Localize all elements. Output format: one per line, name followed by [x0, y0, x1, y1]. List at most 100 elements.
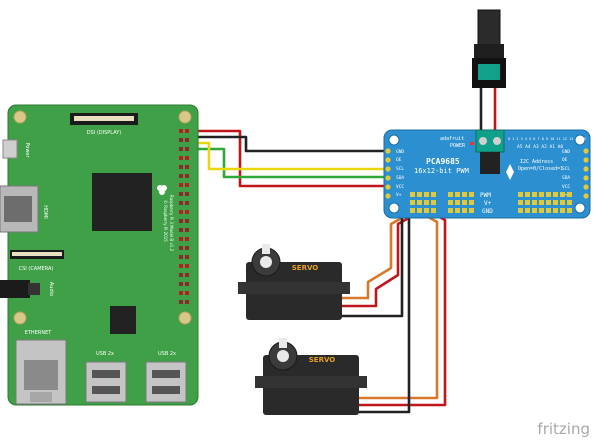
gpio-pin [185, 156, 189, 160]
pwm-pad [518, 208, 523, 213]
gpio-pin [185, 210, 189, 214]
pwm-pad [553, 200, 558, 205]
gpio-pin [179, 129, 183, 133]
pwm-pad [560, 200, 565, 205]
vplus-row-label: V+ [484, 200, 492, 207]
pin-label-vcc: VCC [396, 184, 404, 190]
power-led-label: POWER [450, 143, 466, 149]
address-bits: A5 A4 A3 A2 A1 A0 [517, 144, 563, 150]
gpio-header [179, 129, 189, 304]
pwm-pad [448, 208, 453, 213]
gnd-row-label: GND [482, 208, 493, 215]
pwm-pad [532, 208, 537, 213]
usb-port-2 [145, 361, 187, 403]
pwm-pad [448, 200, 453, 205]
wire-black-gnd [185, 135, 388, 153]
usb-label-1: USB 2x [96, 351, 114, 357]
pwm-pad [553, 208, 558, 213]
pwm-pad [525, 208, 530, 213]
gpio-pin [179, 282, 183, 286]
gpio-pin [179, 291, 183, 295]
pwm-pad [567, 208, 572, 213]
pwm-pad [410, 200, 415, 205]
pwm-pad [532, 192, 537, 197]
gpio-pin [179, 219, 183, 223]
gpio-pin [185, 237, 189, 241]
column-numbers: 0 1 2 3 4 5 6 7 8 9 10 11 12 13 14 15 [508, 137, 586, 141]
gpio-pin [179, 147, 183, 151]
usb-port-1 [85, 361, 127, 403]
usb-lan-chip [110, 306, 136, 334]
pwm-pad [539, 208, 544, 213]
pwm-pad [455, 192, 460, 197]
gpio-pin [185, 219, 189, 223]
board-model-text: Raspberry Pi 3 Model B v1.2 [169, 195, 174, 252]
pwm-pad [525, 200, 530, 205]
pca9685-pwm-board: adafruit POWER PCA9685 16x12-bit PWM I2C… [383, 129, 591, 219]
gpio-pin [179, 138, 183, 142]
gpio-pin [179, 201, 183, 205]
board-copyright-text: © Raspberry Pi 2015 [163, 200, 168, 242]
servo-1-label: SERVO [292, 264, 319, 272]
pwm-pad [417, 192, 422, 197]
pwm-pad [567, 200, 572, 205]
gpio-pin [185, 282, 189, 286]
pwm-pad [525, 192, 530, 197]
wire-green-scl [185, 147, 388, 179]
pin-label-oe: OE [396, 157, 402, 163]
pwm-pad [462, 192, 467, 197]
pwm-pad [424, 192, 429, 197]
adafruit-logo-icon [506, 164, 514, 180]
gpio-pin [179, 210, 183, 214]
gpio-pin [179, 264, 183, 268]
pwm-pad [417, 200, 422, 205]
pwm-pad [539, 192, 544, 197]
pwm-pad [560, 208, 565, 213]
gpio-pin [185, 273, 189, 277]
mounting-hole [178, 110, 192, 124]
wire-yellow-sda [185, 141, 388, 171]
gpio-pin [185, 291, 189, 295]
i2c-address-line2: Open=0/Closed=1 [518, 166, 563, 172]
pwm-pad [539, 200, 544, 205]
pwm-pad [469, 208, 474, 213]
pin-label-scl: SCL [396, 166, 404, 172]
pwm-pad [469, 192, 474, 197]
pwm-pad [417, 208, 422, 213]
usb-label-2: USB 2x [158, 351, 176, 357]
pin-label-gnd-r: GND [562, 149, 570, 155]
raspberry-logo-icon [157, 185, 167, 195]
pwm-pad [462, 208, 467, 213]
gpio-pin [185, 246, 189, 250]
wire-black-servo1 [342, 196, 404, 318]
pwm-pad [553, 192, 558, 197]
brand-label: adafruit [440, 136, 464, 142]
mounting-hole [13, 110, 27, 124]
mounting-hole [178, 311, 192, 325]
gpio-pin [185, 129, 189, 133]
gpio-pin [185, 264, 189, 268]
hdmi-label: HDMI [42, 205, 48, 218]
soc-chip [92, 173, 152, 231]
power-label: Power [24, 142, 30, 158]
pwm-pad [546, 192, 551, 197]
pin-label-sda-r: SDA [562, 175, 570, 181]
gpio-pin [185, 138, 189, 142]
ethernet-label: ETHERNET [25, 330, 53, 336]
gpio-pin [185, 147, 189, 151]
chip-desc: 16x12-bit PWM [414, 167, 469, 175]
gpio-pin [179, 255, 183, 259]
pin-label-vcc-r: VCC [562, 184, 570, 190]
left-pin-labels: GND OE SCL SDA VCC V+ [396, 149, 404, 198]
side-pad [583, 166, 589, 172]
audio-label: Audio [48, 282, 54, 296]
gpio-pin [179, 165, 183, 169]
pwm-pad [431, 208, 436, 213]
pwm-pad [469, 200, 474, 205]
mounting-hole [13, 311, 27, 325]
pwm-pad [546, 200, 551, 205]
fritzing-brand: fritzing [537, 420, 590, 438]
pwm-pad [455, 200, 460, 205]
side-pad [385, 193, 391, 199]
